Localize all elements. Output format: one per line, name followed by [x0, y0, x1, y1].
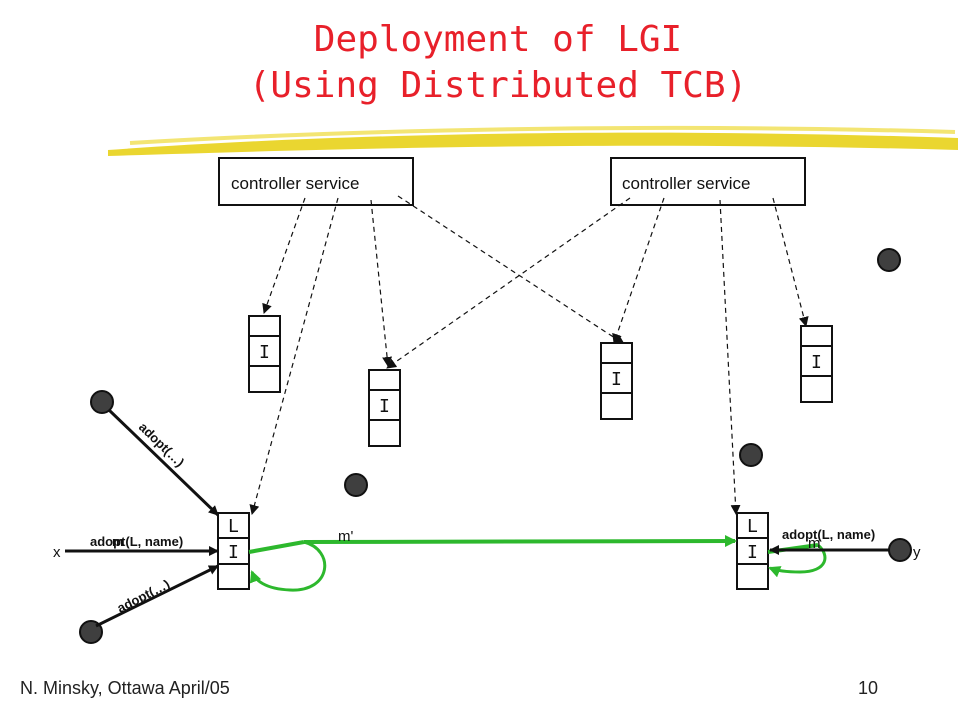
adopt-arrow-top [107, 408, 220, 517]
dashed-arrow [772, 197, 809, 327]
dashed-arrow [719, 199, 741, 515]
dashed-arrow [397, 195, 625, 345]
controller-service-label: controller service [622, 174, 751, 193]
green-message-line [248, 540, 305, 554]
controller-stack: I [368, 369, 401, 447]
cell-label-l: L [228, 516, 239, 537]
green-message-line [303, 535, 737, 548]
agent-nodes [79, 248, 901, 644]
endpoint-x-label: x [53, 544, 61, 561]
adopt-label-left: adopt(L, name) [90, 534, 183, 549]
title-underline-highlight [108, 125, 958, 156]
agent-node [90, 390, 114, 414]
cell-label-i: I [259, 342, 270, 363]
cell-label-i: I [611, 369, 622, 390]
footer-author: N. Minsky, Ottawa April/05 [20, 678, 230, 698]
message-label-m: m [808, 535, 821, 552]
agent-node [344, 473, 368, 497]
green-loop-right [768, 543, 827, 578]
agent-node [877, 248, 901, 272]
adopt-label-right: adopt(L, name) [782, 527, 875, 542]
slide-title-line2: (Using Distributed TCB) [248, 65, 748, 106]
controller-service-label: controller service [231, 174, 360, 193]
cell-label-i: I [228, 542, 239, 563]
controller-service-box-right: controller service [610, 157, 806, 206]
controller-service-box-left: controller service [218, 157, 414, 206]
cell-label-i: I [747, 542, 758, 563]
dashed-arrow [262, 197, 306, 314]
adopt-label-left-overlap: m [112, 534, 124, 549]
agent-node [739, 443, 763, 467]
dashed-arrow [370, 199, 393, 367]
slide-title-line1: Deployment of LGI [313, 19, 683, 60]
dashed-arrow [386, 197, 631, 369]
dashed-arrow [249, 197, 339, 515]
endpoint-y-label: y [913, 544, 921, 561]
agent-node [888, 538, 912, 562]
green-loop-left [249, 540, 327, 592]
adopt-arrow-bottom [95, 564, 219, 628]
dashed-arrow [612, 197, 665, 344]
dashed-arrows [249, 195, 809, 515]
controller-stack-li-left: L I [217, 512, 250, 590]
cell-label-i: I [379, 396, 390, 417]
controller-stack: I [800, 325, 833, 403]
controller-stack: I [600, 342, 633, 420]
controller-stack: I [248, 315, 281, 393]
message-label-m-prime: m' [338, 528, 353, 545]
cell-label-i: I [811, 352, 822, 373]
cell-label-l: L [747, 516, 758, 537]
footer-page-number: 10 [858, 678, 879, 698]
controller-stack-li-right: L I [736, 512, 769, 590]
adopt-label-bottom: adopt(…) [115, 576, 173, 615]
